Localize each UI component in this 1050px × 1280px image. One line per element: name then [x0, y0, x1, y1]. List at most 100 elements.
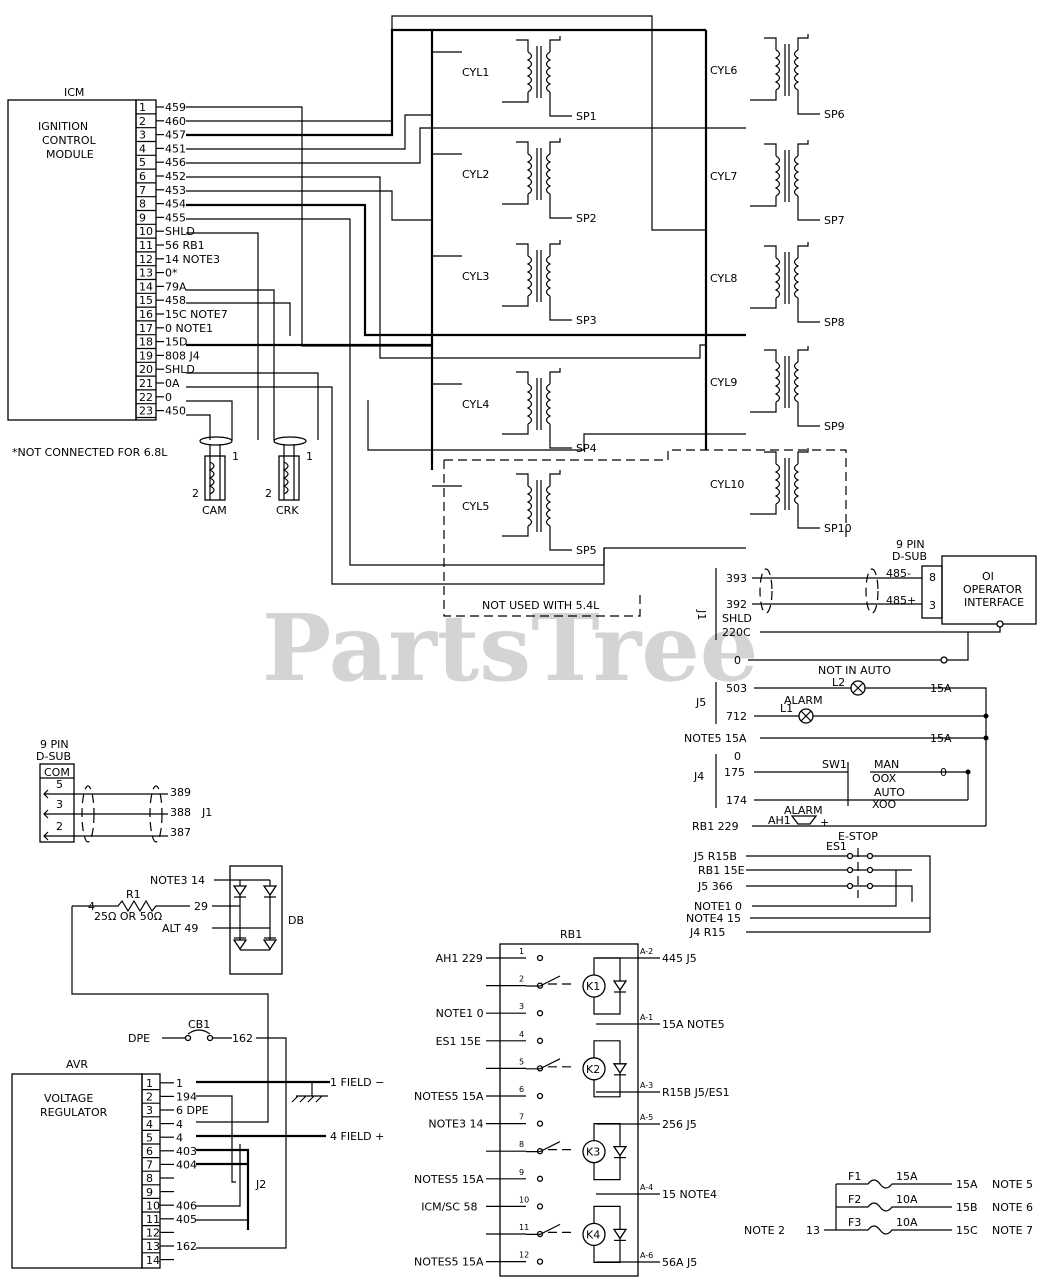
l1-label: L1 — [780, 702, 793, 715]
db-note3: NOTE3 14 — [150, 874, 205, 887]
panel-0: 0 — [734, 654, 741, 667]
icm-pin-wire: 453 — [165, 184, 186, 197]
fuse-note: NOTE 5 — [992, 1178, 1033, 1191]
avr-pin-number: 6 — [146, 1145, 153, 1158]
icm-to-coil-wiring — [186, 15, 746, 585]
icm-pin-number: 17 — [139, 322, 153, 335]
rb1-left-pin: 1 — [519, 947, 524, 956]
rb1-left-label: NOTES5 15A — [414, 1256, 484, 1269]
field-pos: 4 FIELD + — [330, 1130, 384, 1143]
circuit-breaker: CB1 DPE 162 — [128, 1018, 287, 1249]
icm-pin-wire: 15C NOTE7 — [165, 308, 228, 321]
icm-pin-wire: 460 — [165, 115, 186, 128]
coil-spark-label: SP3 — [576, 314, 597, 327]
rb1-left-label: ES1 15E — [436, 1035, 481, 1048]
icm-pin-number: 8 — [139, 198, 146, 211]
icm-pin-wire: 458 — [165, 294, 186, 307]
icm-pin-wire: 56 RB1 — [165, 239, 205, 252]
avr-pin-wire: 1 — [176, 1077, 183, 1090]
crk-sensor: 1 2 CRK — [265, 436, 313, 517]
rb1-229: RB1 229 — [692, 820, 739, 833]
avr-body-line1: VOLTAGE — [44, 1092, 93, 1105]
avr-pin-number: 10 — [146, 1199, 160, 1212]
sw-man: MAN — [874, 758, 899, 771]
icm-pin-wire: 452 — [165, 170, 186, 183]
rb1-right-label: R15B J5/ES1 — [662, 1086, 730, 1099]
rb1-right-pin: A-1 — [640, 1013, 653, 1022]
icm-pin-wire: 457 — [165, 129, 186, 142]
coil-spark-label: SP1 — [576, 110, 597, 123]
avr-pin-number: 12 — [146, 1227, 160, 1240]
control-panel: 0 NOT IN AUTO L2 J5 503 15A ALARM L1 712… — [684, 568, 989, 939]
coil-spark-label: SP10 — [824, 522, 852, 535]
crk-pin1: 1 — [306, 450, 313, 463]
coil-cylinder-label: CYL1 — [462, 66, 489, 79]
fuse-note2: NOTE 2 — [744, 1224, 785, 1237]
coil-spark-label: SP2 — [576, 212, 597, 225]
icm-body-line3: MODULE — [46, 148, 94, 161]
icm-pin-number: 1 — [139, 101, 146, 114]
coil-cylinder-label: CYL2 — [462, 168, 489, 181]
avr-j2: J2 — [255, 1178, 266, 1191]
icm-pin-wire: 459 — [165, 101, 186, 114]
icm-pin-number: 3 — [139, 129, 146, 142]
oi-220c: 220C — [722, 626, 751, 639]
icm-pin-wire: 454 — [165, 198, 186, 211]
panel-15a-1: 15A — [930, 682, 952, 695]
coil-cylinder-label: CYL3 — [462, 270, 489, 283]
coil-cylinder-label: CYL10 — [710, 478, 744, 491]
db-label: DB — [288, 914, 304, 927]
rb1-left-pin: 8 — [519, 1140, 524, 1149]
fuse-rating: 10A — [896, 1216, 918, 1229]
icm-pin-number: 2 — [139, 115, 146, 128]
coil-spark-label: SP7 — [824, 214, 845, 227]
com-j1: J1 — [201, 806, 212, 819]
fuse-id: F3 — [848, 1216, 861, 1229]
avr-pin-number: 7 — [146, 1159, 153, 1172]
relay: K2 — [526, 1040, 628, 1098]
oi-shld: SHLD — [722, 612, 752, 625]
avr-pin-wire: 403 — [176, 1145, 197, 1158]
oi-dsub-line1: 9 PIN — [896, 538, 925, 551]
rb1-left-pin: 2 — [519, 975, 524, 984]
rb1-right-pin: A-5 — [640, 1113, 653, 1122]
icm-body-line1: IGNITION — [38, 120, 88, 133]
rb1-right-pin: A-3 — [640, 1081, 653, 1090]
rb1-right-pin: A-6 — [640, 1251, 653, 1260]
sw-xoo: XOO — [872, 798, 896, 811]
avr-title: AVR — [66, 1058, 88, 1071]
rb1-left-label: NOTE1 0 — [436, 1007, 484, 1020]
alarm-label-2: ALARM — [784, 804, 823, 817]
coil-cylinder-label: CYL8 — [710, 272, 737, 285]
rb1-left-label: NOTES5 15A — [414, 1173, 484, 1186]
oi-pin3: 3 — [929, 599, 936, 612]
ah1-label: AH1 — [768, 814, 791, 827]
avr-pin-wire: 194 — [176, 1091, 197, 1104]
db-29: 29 — [194, 900, 208, 913]
relay-label: K1 — [586, 980, 600, 993]
j5-r15b: J5 R15B — [693, 850, 737, 863]
oi-j1: J1 — [695, 609, 708, 620]
cam-sensor: 1 2 CAM — [192, 436, 239, 517]
icm-body-line2: CONTROL — [42, 134, 97, 147]
coil-cylinder-label: CYL9 — [710, 376, 737, 389]
relay: K3 — [526, 1123, 628, 1181]
oi-393: 393 — [726, 572, 747, 585]
icm-pin-number: 22 — [139, 391, 153, 404]
alarm-label-1: ALARM — [784, 694, 823, 707]
avr-pin-wire: 406 — [176, 1199, 197, 1212]
icm-pin-number: 12 — [139, 253, 153, 266]
panel-notes5: NOTE5 15A — [684, 732, 747, 745]
icm-pin-wire: 0A — [165, 377, 180, 390]
com-label: COM — [44, 766, 70, 779]
icm-pin-wire: 455 — [165, 211, 186, 224]
avr-body-line2: REGULATOR — [40, 1106, 108, 1119]
icm-pin-number: 10 — [139, 225, 153, 238]
cb-162: 162 — [232, 1032, 253, 1045]
